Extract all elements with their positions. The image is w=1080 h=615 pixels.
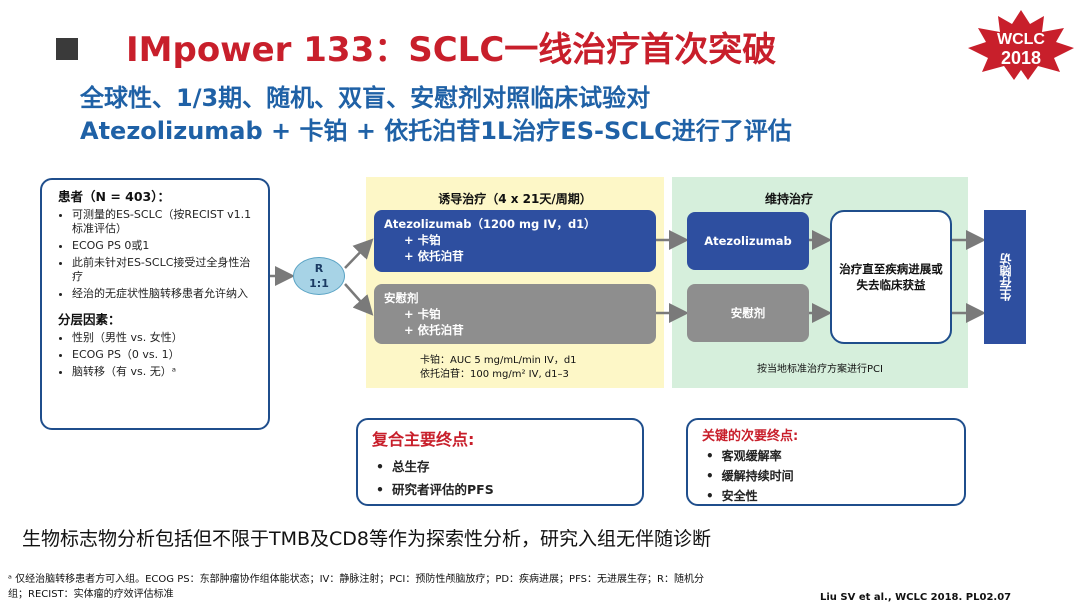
atezo-arm-etoposide: + 依托泊苷 (404, 249, 464, 263)
biomarker-statement: 生物标志物分析包括但不限于TMB及CD8等作为探索性分析，研究入组无伴随诊断 (22, 528, 712, 550)
patients-heading: 患者（N = 403）： (58, 189, 170, 204)
carboplatin-dose: 卡铂：AUC 5 mg/mL/min IV，d1 (420, 355, 577, 366)
arrow-rand-to-atezo (344, 238, 374, 269)
rand-ratio: 1:1 (309, 277, 329, 290)
induction-atezo-arm: Atezolizumab（1200 mg IV，d1） + 卡铂 + 依托泊苷 (374, 210, 656, 272)
logo-line-2: 2018 (1001, 48, 1041, 68)
placebo-arm-etoposide: + 依托泊苷 (404, 323, 464, 337)
footnote: ᵃ 仅经治脑转移患者方可入组。ECOG PS：东部肿瘤协作组体能状态；IV：静脉… (8, 574, 704, 600)
maintenance-placebo-arm: 安慰剂 (687, 284, 809, 342)
pci-note: 按当地标准治疗方案进行PCI (757, 364, 883, 375)
primary-endpoints-list: 总生存 研究者评估的PFS (372, 456, 628, 498)
maintenance-title: 维持治疗 (764, 192, 813, 206)
induction-title: 诱导治疗（4 x 21天/周期） (438, 192, 592, 206)
maple-leaf-shape (968, 10, 1074, 80)
arrow-rand-to-placebo (344, 283, 374, 316)
primary-endpoint-item: 总生存 (390, 456, 628, 475)
secondary-endpoint-item: 缓解持续时间 (720, 467, 950, 484)
primary-endpoints-box: 复合主要终点: 总生存 研究者评估的PFS (356, 418, 644, 506)
stratification-list: 性别（男性 vs. 女性） ECOG PS（0 vs. 1） 脑转移（有 vs.… (58, 331, 258, 379)
title-bullet-square (56, 38, 78, 60)
subtitle-line-1: 全球性、1/3期、随机、双盲、安慰剂对照临床试验对 (80, 84, 651, 112)
primary-endpoint-item: 研究者评估的PFS (390, 479, 628, 498)
secondary-endpoint-item: 客观缓解率 (720, 447, 950, 464)
atezo-arm-carboplatin: + 卡铂 (404, 233, 441, 247)
induction-placebo-arm: 安慰剂 + 卡铂 + 依托泊苷 (374, 284, 656, 344)
strat-item: 脑转移（有 vs. 无）ᵃ (72, 365, 258, 379)
treatment-until-box: 治疗直至疾病进展或失去临床获益 (830, 210, 952, 344)
secondary-endpoints-box: 关键的次要终点: 客观缓解率 缓解持续时间 安全性 (686, 418, 966, 506)
page-title: IMpower 133：SCLC一线治疗首次突破 (126, 30, 777, 70)
dosing-note: 卡铂：AUC 5 mg/mL/min IV，d1 依托泊苷：100 mg/m² … (420, 354, 577, 382)
rand-label: R (314, 262, 324, 275)
secondary-endpoints-title: 关键的次要终点: (702, 429, 799, 444)
wclc-logo: WCLC 2018 (968, 10, 1074, 80)
inclusion-item: ECOG PS 0或1 (72, 239, 258, 253)
secondary-endpoints-list: 客观缓解率 缓解持续时间 安全性 (702, 447, 950, 504)
stratification-heading: 分层因素： (58, 312, 121, 327)
placebo-arm-drug: 安慰剂 (384, 291, 419, 305)
strat-item: ECOG PS（0 vs. 1） (72, 348, 258, 362)
survival-followup-label: 生存随访 (998, 253, 1013, 301)
etoposide-dose: 依托泊苷：100 mg/m² IV, d1–3 (420, 369, 569, 380)
strat-item: 性别（男性 vs. 女性） (72, 331, 258, 345)
survival-followup-box: 生存随访 (984, 210, 1026, 344)
secondary-endpoint-item: 安全性 (720, 487, 950, 504)
logo-line-1: WCLC (997, 31, 1045, 48)
subtitle-line-2: Atezolizumab + 卡铂 + 依托泊苷1L治疗ES-SCLC进行了评估 (80, 117, 792, 145)
page-subtitle: 全球性、1/3期、随机、双盲、安慰剂对照临床试验对 Atezolizumab +… (80, 82, 792, 148)
inclusion-item: 此前未针对ES-SCLC接受过全身性治疗 (72, 256, 258, 284)
inclusion-item: 可测量的ES-SCLC（按RECIST v1.1标准评估） (72, 208, 258, 236)
inclusion-list: 可测量的ES-SCLC（按RECIST v1.1标准评估） ECOG PS 0或… (58, 208, 258, 301)
atezo-arm-drug: Atezolizumab（1200 mg IV，d1） (384, 217, 596, 231)
maintenance-atezo-arm: Atezolizumab (687, 212, 809, 270)
placebo-arm-carboplatin: + 卡铂 (404, 307, 441, 321)
citation: Liu SV et al., WCLC 2018. PL02.07 (820, 592, 1012, 603)
inclusion-item: 经治的无症状性脑转移患者允许纳入 (72, 287, 258, 301)
randomization-node: R 1:1 (293, 257, 345, 295)
patient-criteria-box: 患者（N = 403）： 可测量的ES-SCLC（按RECIST v1.1标准评… (40, 178, 270, 430)
primary-endpoints-title: 复合主要终点: (372, 430, 475, 449)
